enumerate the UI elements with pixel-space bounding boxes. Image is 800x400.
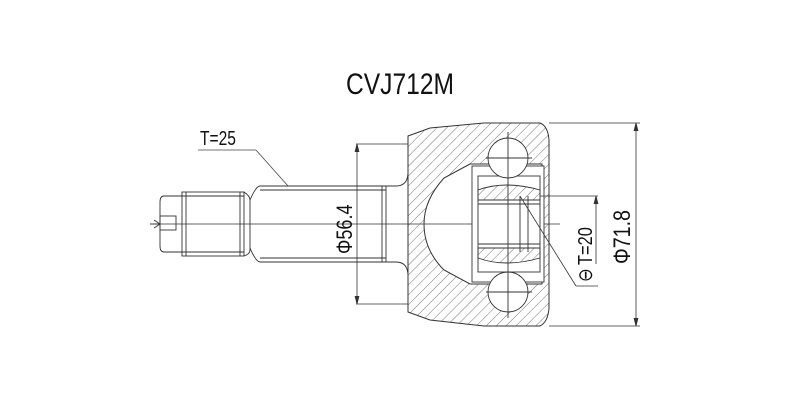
bell-housing [407,122,550,327]
teeth-count-outer: T=25 [200,127,236,149]
dim-71-8 [549,122,640,327]
spline-section [249,185,387,263]
dim-t20 [519,195,599,287]
diameter-56-4: Φ56.4 [333,205,357,254]
teeth-count-inner: ⊖T=20 [573,227,596,282]
dim-56-4 [354,143,408,305]
diameter-71-8: Φ71.8 [608,210,635,264]
balls [486,132,532,318]
t25-leader [198,149,289,187]
threaded-section [181,191,251,257]
shaft-tip [150,195,182,253]
part-number-title: CVJ712M [345,68,455,101]
